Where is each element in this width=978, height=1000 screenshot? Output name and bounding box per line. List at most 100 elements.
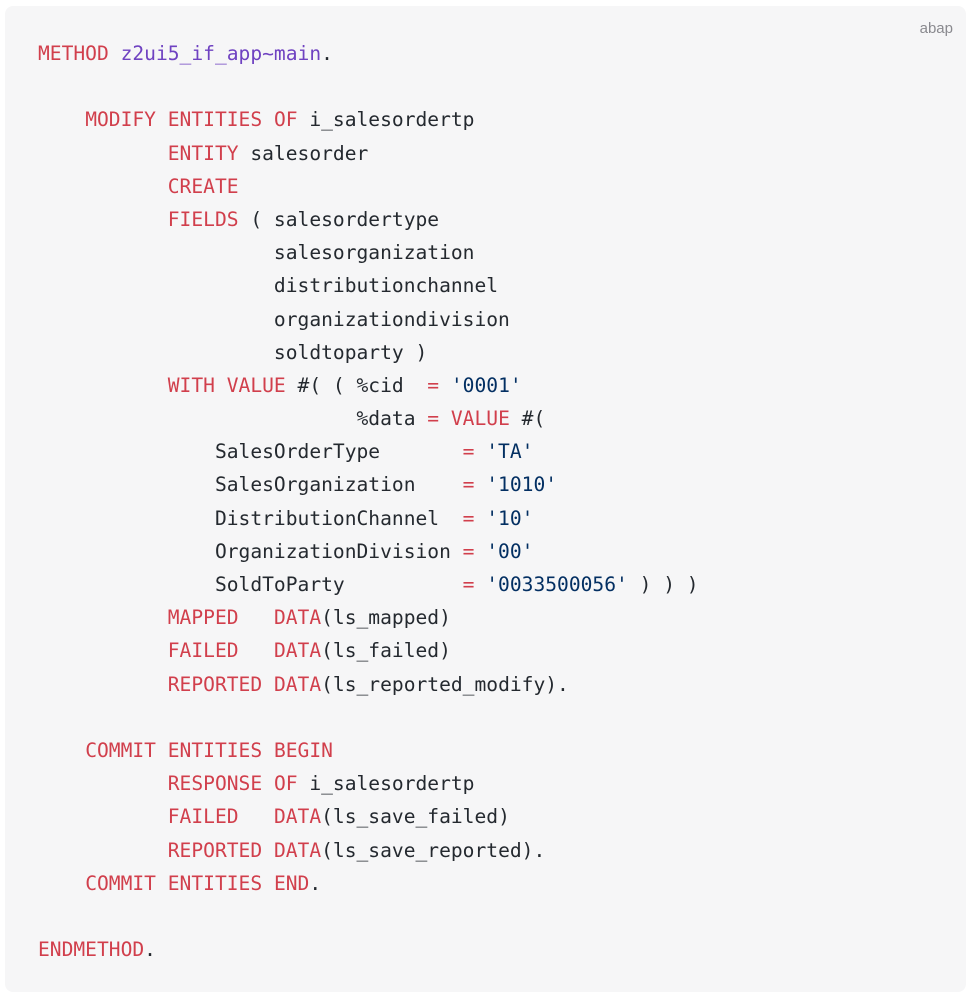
code-keyword: RESPONSE bbox=[167, 772, 263, 796]
code-text bbox=[156, 108, 168, 131]
code-text bbox=[262, 739, 274, 762]
code-keyword: = bbox=[462, 473, 475, 497]
code-text: SalesOrderType bbox=[38, 440, 463, 464]
code-keyword: DATA bbox=[273, 838, 322, 862]
code-keyword: = bbox=[462, 539, 475, 563]
code-text bbox=[38, 872, 85, 895]
code-text bbox=[156, 739, 168, 762]
code-text: (ls_mapped) bbox=[321, 606, 451, 630]
code-keyword: ENTITIES bbox=[167, 871, 263, 895]
code-string-literal: '0033500056' bbox=[486, 573, 628, 596]
code-keyword: = bbox=[462, 573, 475, 596]
code-text bbox=[239, 606, 274, 629]
code-keyword: FAILED bbox=[167, 639, 239, 663]
code-keyword: = bbox=[462, 506, 475, 530]
code-text: salesorder bbox=[238, 141, 369, 165]
code-string-literal: '0001' bbox=[450, 373, 522, 397]
code-text: . bbox=[309, 871, 322, 895]
code-keyword: WITH bbox=[167, 373, 215, 397]
code-text bbox=[38, 805, 168, 828]
code-text bbox=[38, 108, 85, 131]
code-text bbox=[38, 739, 85, 762]
code-line: SoldToParty = '0033500056' ) ) ) bbox=[38, 568, 699, 601]
code-text bbox=[38, 208, 168, 231]
code-text bbox=[215, 374, 227, 397]
code-text: DistributionChannel bbox=[38, 506, 463, 530]
code-text bbox=[156, 872, 168, 895]
code-keyword: = bbox=[462, 440, 475, 464]
code-text: (ls_reported_modify). bbox=[321, 672, 569, 696]
code-text bbox=[474, 573, 486, 596]
code-text bbox=[38, 175, 168, 198]
code-line: distributionchannel bbox=[38, 269, 699, 302]
code-keyword: DATA bbox=[273, 672, 322, 696]
code-keyword: ENDMETHOD bbox=[38, 938, 145, 962]
code-text: SalesOrganization bbox=[38, 473, 463, 497]
code-line: MODIFY ENTITIES OF i_salesordertp bbox=[38, 103, 699, 136]
code-text bbox=[38, 772, 168, 795]
code-string-literal: '00' bbox=[486, 539, 534, 563]
code-text bbox=[474, 540, 486, 563]
code-keyword: MODIFY bbox=[85, 108, 156, 132]
code-text bbox=[262, 673, 274, 696]
code-line: salesorganization bbox=[38, 236, 699, 269]
code-line: COMMIT ENTITIES BEGIN bbox=[38, 734, 699, 767]
code-keyword: ENTITIES bbox=[167, 108, 263, 132]
code-text: . bbox=[144, 938, 156, 962]
code-text: OrganizationDivision bbox=[38, 539, 463, 563]
code-line: soldtoparty ) bbox=[38, 336, 699, 369]
code-keyword: BEGIN bbox=[273, 738, 333, 762]
code-language-label: abap bbox=[919, 20, 953, 37]
code-text: ) ) ) bbox=[627, 573, 699, 596]
code-text bbox=[239, 805, 274, 828]
code-keyword: OF bbox=[273, 772, 298, 796]
code-text bbox=[262, 872, 274, 895]
code-line: ENTITY salesorder bbox=[38, 137, 699, 170]
code-text: distributionchannel bbox=[38, 274, 499, 298]
code-keyword: OF bbox=[273, 108, 298, 132]
code-text bbox=[439, 374, 451, 397]
code-string-literal: 'TA' bbox=[486, 440, 534, 464]
code-line: WITH VALUE #( ( %cid = '0001' bbox=[38, 369, 699, 402]
code-text bbox=[262, 772, 274, 795]
code-keyword: ENTITY bbox=[167, 141, 239, 165]
code-line: CREATE bbox=[38, 170, 699, 203]
code-line: REPORTED DATA(ls_save_reported). bbox=[38, 834, 699, 867]
code-text: i_salesordertp bbox=[297, 108, 475, 132]
code-keyword: MAPPED bbox=[167, 606, 239, 630]
code-line: METHOD z2ui5_if_app~main. bbox=[38, 37, 699, 70]
code-keyword: REPORTED bbox=[167, 672, 263, 696]
code-text bbox=[262, 839, 274, 862]
code-string-literal: '10' bbox=[486, 506, 534, 530]
code-keyword: FIELDS bbox=[167, 207, 239, 231]
code-line: OrganizationDivision = '00' bbox=[38, 535, 699, 568]
code-text bbox=[38, 839, 168, 862]
code-string-literal: '1010' bbox=[486, 473, 558, 497]
code-text bbox=[38, 142, 168, 165]
code-keyword: COMMIT bbox=[85, 871, 156, 895]
code-text: soldtoparty ) bbox=[38, 340, 428, 364]
code-text: i_salesordertp bbox=[297, 772, 475, 796]
code-text bbox=[239, 639, 274, 662]
code-line: SalesOrderType = 'TA' bbox=[38, 435, 699, 468]
code-block: abap METHOD z2ui5_if_app~main.​ MODIFY E… bbox=[5, 6, 966, 992]
code-keyword: DATA bbox=[273, 606, 322, 630]
code-text bbox=[38, 639, 168, 662]
code-keyword: DATA bbox=[273, 639, 322, 663]
code-text bbox=[439, 407, 451, 430]
code-text bbox=[474, 473, 486, 496]
code-content[interactable]: METHOD z2ui5_if_app~main.​ MODIFY ENTITI… bbox=[38, 37, 699, 966]
code-text: organizationdivision bbox=[38, 307, 510, 331]
code-text bbox=[474, 507, 486, 530]
code-text: salesorganization bbox=[38, 241, 475, 265]
code-line: FAILED DATA(ls_failed) bbox=[38, 634, 699, 667]
code-line: ENDMETHOD. bbox=[38, 933, 699, 966]
code-text: (ls_save_failed) bbox=[321, 805, 510, 829]
code-keyword: REPORTED bbox=[167, 838, 263, 862]
code-text bbox=[474, 440, 486, 463]
code-text bbox=[262, 108, 274, 131]
code-text: (ls_failed) bbox=[321, 639, 451, 663]
code-keyword: VALUE bbox=[450, 407, 510, 431]
code-keyword: FAILED bbox=[167, 805, 239, 829]
code-line: %data = VALUE #( bbox=[38, 402, 699, 435]
